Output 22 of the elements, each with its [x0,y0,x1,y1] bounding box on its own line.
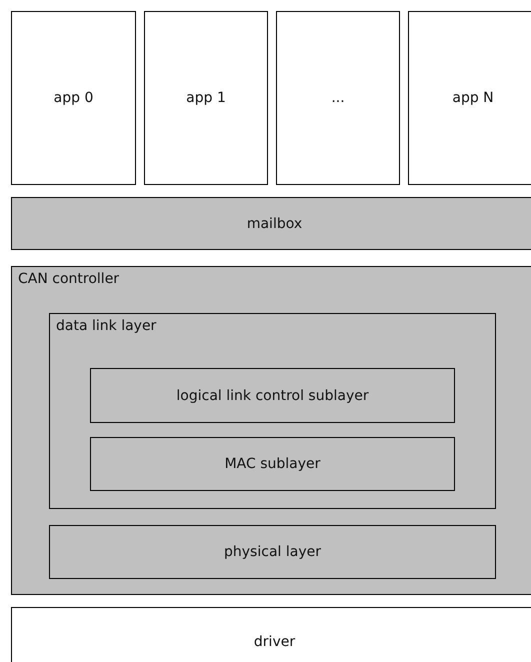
layer-label: physical layer [223,544,322,560]
layer-label: CAN controller [18,271,120,287]
sublayer-box [90,437,455,491]
layer-label: ... [330,90,346,106]
layer-label: data link layer [56,318,156,334]
app-box [276,11,400,185]
app-box [144,11,268,185]
layer-label: app 0 [52,90,94,106]
driver-layer [11,607,531,662]
layer-box [49,313,496,509]
controller-box [11,266,531,595]
layer-label: logical link control sublayer [175,388,370,404]
layer-label: MAC sublayer [224,456,322,472]
layer-label: driver [252,634,296,650]
app-box [408,11,531,185]
layer-box [49,525,496,579]
app-box [11,11,136,185]
mailbox-layer [11,197,531,250]
layer-label: app N [451,90,495,106]
layer-label: app 1 [185,90,227,106]
sublayer-box [90,368,455,423]
layer-label: mailbox [246,216,304,232]
